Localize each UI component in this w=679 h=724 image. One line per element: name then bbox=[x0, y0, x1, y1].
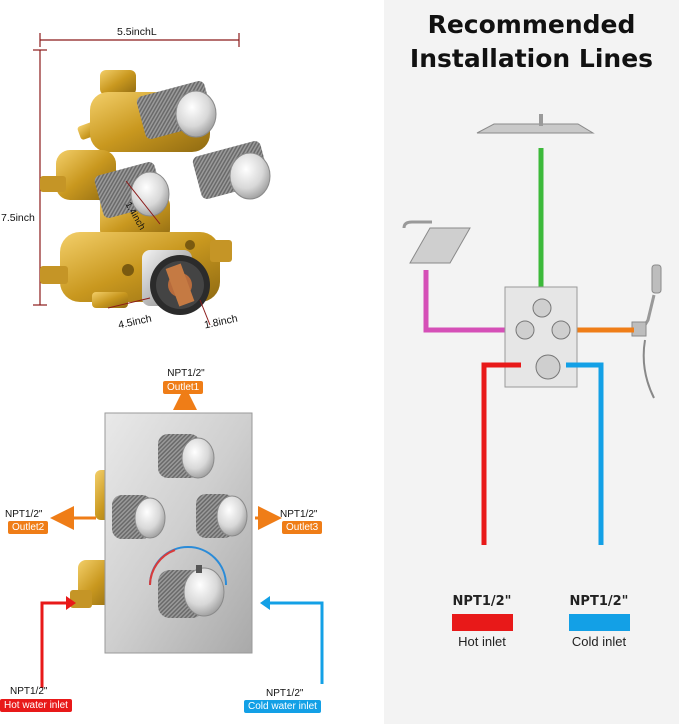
legend-cold-npt: NPT1/2" bbox=[569, 594, 629, 609]
installation-diagram bbox=[402, 114, 662, 545]
title-line-1: Recommended bbox=[427, 10, 636, 39]
width-dimension: 5.5inchL bbox=[117, 26, 157, 38]
outlet3-npt: NPT1/2" bbox=[280, 509, 318, 520]
cold-inlet-npt: NPT1/2" bbox=[266, 688, 304, 699]
outlet2-npt: NPT1/2" bbox=[5, 509, 43, 520]
cold-inlet-label: Cold water inlet bbox=[244, 700, 321, 713]
valve-body bbox=[33, 33, 271, 326]
hot-inlet-npt: NPT1/2" bbox=[10, 686, 48, 697]
outlet1-npt: NPT1/2" bbox=[167, 368, 205, 379]
legend-hot-swatch bbox=[452, 614, 513, 631]
legend-hot-label: Hot inlet bbox=[458, 634, 506, 649]
height-dimension: 7.5inch bbox=[1, 212, 35, 224]
outlet2-label: Outlet2 bbox=[8, 521, 49, 534]
outlet3-label: Outlet3 bbox=[282, 521, 323, 534]
trim-plate-assembly bbox=[40, 386, 324, 688]
title-line-2: Installation Lines bbox=[409, 44, 654, 73]
page-title: Recommended Installation Lines bbox=[384, 8, 679, 76]
legend-hot-npt: NPT1/2" bbox=[452, 594, 512, 609]
legend-cold-swatch bbox=[569, 614, 630, 631]
outlet1-label: Outlet1 bbox=[163, 381, 204, 394]
legend-cold-label: Cold inlet bbox=[571, 634, 627, 649]
hot-inlet-label: Hot water inlet bbox=[0, 699, 72, 712]
